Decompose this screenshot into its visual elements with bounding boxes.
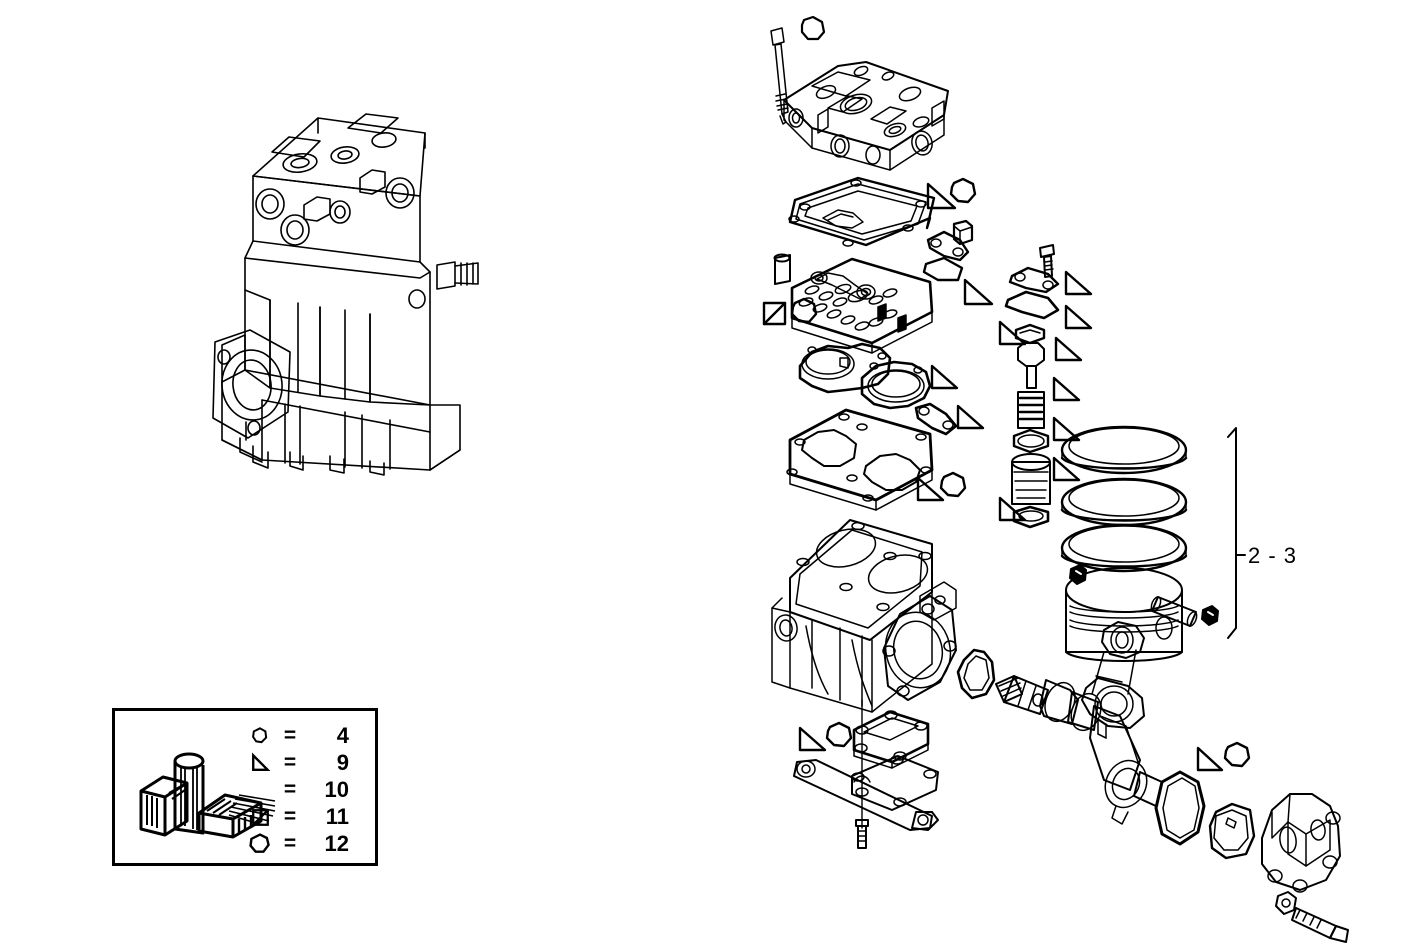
square-diagonal-icon — [243, 805, 277, 829]
piston — [1065, 567, 1183, 662]
marker-triangle-9-valveplategasket — [916, 476, 945, 502]
legend-rows: = 4 = 9 = 10 — [243, 719, 365, 861]
valve-link — [914, 402, 958, 436]
circle-large-icon — [243, 832, 277, 856]
base-gasket — [852, 710, 930, 769]
legend-value: 10 — [324, 777, 349, 802]
piston-ring-1 — [1060, 425, 1188, 475]
bearing-shell — [1208, 802, 1256, 860]
piston-group-bracket-label: 2 - 3 — [1248, 543, 1298, 568]
legend-row-10: = 10 — [243, 777, 365, 803]
no-symbol-icon — [243, 778, 277, 802]
marker-triangle-9-link — [956, 404, 985, 430]
valve-plate-gasket — [786, 408, 934, 511]
marker-triangle-9-endcover — [1196, 746, 1224, 772]
legend-equals: = — [283, 832, 297, 855]
legend-equals: = — [283, 805, 297, 828]
legend-row-12: = 12 — [243, 831, 365, 857]
legend-row-11: = 11 — [243, 804, 365, 830]
marker-triangle-9-basegasket — [798, 726, 827, 752]
legend-value: 12 — [324, 831, 349, 856]
crankshaft-counterweight-detail — [1032, 693, 1044, 707]
piston-ring-3 — [1060, 523, 1188, 573]
end-cover-bolt — [1291, 907, 1349, 943]
legend-row-9: = 9 — [243, 750, 365, 776]
mounting-bracket — [793, 759, 939, 831]
marker-circle-12-valveplategasket — [939, 471, 967, 498]
intermediate-gasket-lower — [860, 360, 932, 410]
end-cover — [1261, 793, 1341, 893]
legend-equals: = — [283, 778, 297, 801]
valve-nut — [952, 219, 974, 246]
crankshaft — [995, 675, 1163, 825]
piston-pin-clip-right — [1201, 605, 1219, 626]
cylinder-head — [783, 61, 949, 171]
cylinder-head-gasket — [788, 176, 936, 247]
connecting-rod — [1081, 621, 1145, 739]
piston-pin-clip-left — [1069, 564, 1087, 585]
marker-square-11-valveplate — [762, 301, 787, 326]
legend-box: = 4 = 9 = 10 — [112, 708, 378, 866]
piston-pin — [1150, 596, 1198, 627]
base-bolt — [855, 819, 869, 849]
circle-small-icon — [243, 724, 277, 748]
marker-triangle-9-gasket-upper — [930, 364, 959, 390]
marker-circle-12-valveplate — [790, 297, 818, 324]
3d-blocks-cylinder-icon — [139, 752, 276, 839]
piston-group-bracket — [1227, 427, 1246, 639]
end-cover-washer — [1275, 891, 1297, 915]
valve-leaf-upper — [926, 230, 970, 262]
legend-row-4: = 4 — [243, 723, 365, 749]
marker-circle-12-headgasket — [949, 177, 977, 204]
legend-equals: = — [283, 724, 297, 747]
crankcase-seal-ring — [956, 648, 996, 700]
intermediate-gasket-upper — [798, 342, 892, 394]
valve-plate-plug — [773, 253, 791, 285]
marker-circle-12-head — [800, 15, 826, 41]
legend-value: 4 — [336, 723, 349, 748]
air-compressor-assembled — [212, 113, 479, 476]
legend-equals: = — [283, 751, 297, 774]
marker-circle-12-basegasket — [825, 721, 853, 748]
cylinder-head-bolt — [770, 27, 789, 125]
piston-ring-2 — [1060, 477, 1188, 527]
triangle-right-icon — [243, 751, 277, 775]
legend-value: 9 — [336, 750, 349, 775]
rear-seal-ring — [1154, 770, 1206, 846]
valve-plate — [790, 257, 934, 354]
base-centerline — [853, 699, 871, 829]
marker-triangle-9-headgasket — [926, 182, 957, 210]
crankcase — [771, 519, 957, 713]
marker-triangle-9-valveleaf — [963, 278, 994, 306]
marker-circle-12-endcover — [1223, 741, 1251, 768]
legend-value: 11 — [325, 804, 349, 829]
valve-leaf-lower — [922, 256, 964, 282]
valve-spring-stack — [998, 244, 1093, 529]
